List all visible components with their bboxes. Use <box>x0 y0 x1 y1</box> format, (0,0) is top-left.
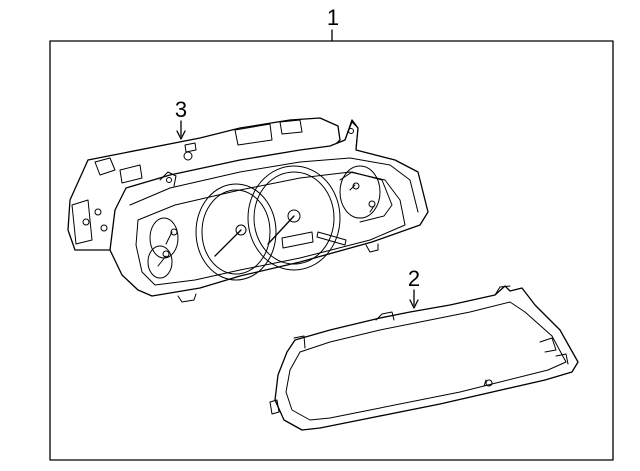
callout-2-arrowhead <box>409 299 419 309</box>
callout-2-label: 2 <box>407 266 421 291</box>
cluster-body-part <box>109 119 429 303</box>
lens-part <box>269 285 579 431</box>
callout-3-arrowhead <box>176 130 186 140</box>
callout-1-label: 1 <box>326 5 340 30</box>
callout-3-label: 3 <box>174 97 188 122</box>
rear-case-part <box>67 117 341 251</box>
